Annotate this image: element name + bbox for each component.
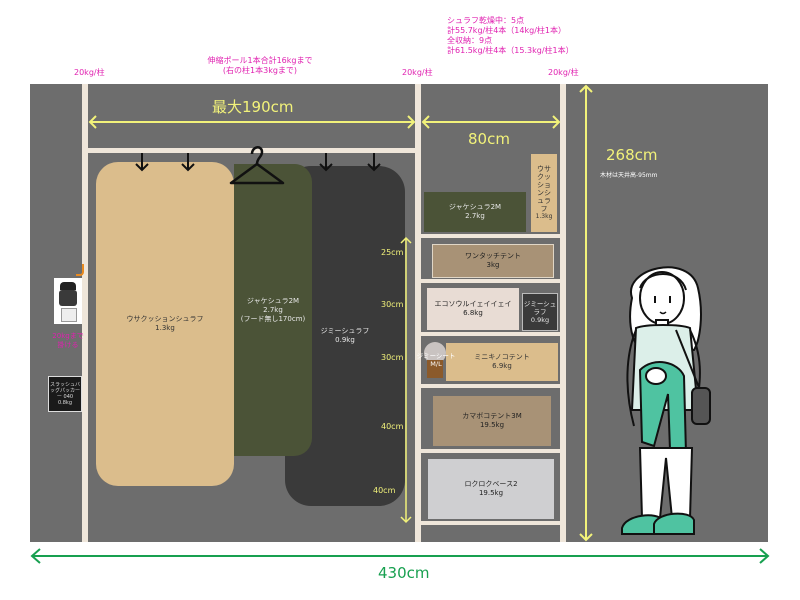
slash-bag-line2: ッグパッカー — [49, 388, 80, 394]
ceiling-note: 木材は天井高-95mm — [600, 172, 658, 179]
shelf-usa-vertical: ウサクッションシュラフ 1.3kg — [531, 154, 557, 232]
height-label: 268cm — [606, 146, 658, 164]
hanging-jimmy-weight: 0.9kg — [335, 336, 355, 344]
shelf-jimmy: ジミーシュラフ 0.9kg — [522, 293, 558, 331]
shelf-usa-name: ウサクッションシュラフ — [537, 165, 551, 213]
hanging-usa-name: ウサクッションシュラフ — [126, 315, 204, 323]
lantern-top-icon — [60, 282, 76, 290]
pillar-limit-2: 20kg/柱 — [402, 68, 433, 77]
gap-label-1: 25cm — [381, 248, 404, 257]
shelf-board — [421, 279, 560, 283]
hanging-jimmy-name: ジミーシュラフ — [320, 327, 370, 335]
hanging-jacke-front-note: (フード無し170cm) — [240, 314, 306, 323]
shelf-rokuroku-weight: 19.5kg — [478, 489, 504, 497]
jimmy-sheet-name: ジミーシート — [416, 352, 456, 360]
slash-bag-box: スラッシュバ ッグパッカー ー 040 0.8kg — [48, 376, 82, 412]
shelf-jacke-name: ジャケシュラ2M — [448, 203, 502, 211]
lantern-caption: 20kgまで 掛ける — [48, 332, 88, 350]
shelf-minikino-name: ミニキノコテント — [474, 353, 530, 361]
shelf-minikino-weight: 6.9kg — [492, 362, 512, 370]
lantern-caption-1: 20kgまで — [52, 332, 84, 340]
shelf-board — [421, 521, 560, 525]
shelf-board — [421, 449, 560, 453]
hanging-jacke-front-name: ジャケシュラ2M — [246, 296, 300, 305]
lantern-base-icon — [61, 308, 77, 322]
all-line2: 計61.5kg/柱4本（15.3kg/柱1本） — [447, 46, 574, 55]
shelf-jimmy-name: ジミーシュラフ — [523, 300, 557, 316]
shelf-kamabo-name: カマボコテント3M — [462, 412, 522, 420]
down-arrow-icon — [135, 153, 149, 172]
pillar-limit-3: 20kg/柱 — [548, 68, 579, 77]
down-arrow-icon — [367, 153, 381, 172]
pole-limit-line2: (右の柱1本3kgまで) — [222, 66, 298, 75]
pillar-mid-left — [415, 84, 421, 542]
hanger-icon — [229, 146, 285, 185]
height-arrow — [579, 84, 593, 542]
shelf-wantouch-weight: 3kg — [486, 261, 500, 269]
lantern-caption-2: 掛ける — [57, 341, 79, 349]
shelf-ecosol-weight: 6.8kg — [463, 309, 483, 317]
shelf-ecosol-name: エコソウルイェイイェイ — [434, 300, 512, 308]
dry-line1: シュラフ乾燥中：5点 — [447, 16, 525, 25]
shelf-minikino: ミニキノコテント 6.9kg — [446, 343, 558, 381]
shelf-board — [421, 332, 560, 336]
pole-limit-note: 伸縮ポール1本合計16kgまで (右の柱1本3kgまで) — [190, 56, 330, 76]
down-arrow-icon — [319, 153, 333, 172]
lantern-body-icon — [59, 290, 77, 306]
total-width-arrow — [30, 548, 770, 564]
slash-bag-line1: スラッシュバ — [49, 382, 80, 388]
shelf-rokuroku-name: ロクロクベース2 — [464, 480, 518, 488]
pillar-limit-1: 20kg/柱 — [74, 68, 105, 77]
shelf-ecosol: エコソウルイェイイェイ 6.8kg — [427, 288, 519, 330]
down-arrow-icon — [181, 153, 195, 172]
hook-icon — [76, 264, 84, 276]
jimmy-sheet-bag-icon — [427, 360, 443, 378]
person-illustration — [621, 266, 711, 535]
pillar-mid-right — [560, 84, 566, 542]
shelf-width-label: 80cm — [468, 130, 510, 148]
hanging-jacke-front-weight: 2.7kg — [263, 305, 283, 314]
shelf-jimmy-sheet: ジミーシート M/L — [417, 340, 455, 380]
shelf-jacke-weight: 2.7kg — [465, 212, 485, 220]
shelf-jacke: ジャケシュラ2M 2.7kg — [424, 192, 526, 232]
jimmy-sheet-size: M/L — [430, 360, 442, 368]
slash-bag-line3: ー 040 — [56, 394, 74, 400]
dry-line2: 計55.7kg/柱4本（14kg/柱1本） — [447, 26, 566, 35]
gap-label-4: 40cm — [381, 422, 404, 431]
shelf-gap-arrow — [400, 236, 412, 524]
shelf-wantouch-name: ワンタッチテント — [465, 252, 521, 260]
shelf-width-arrow — [421, 115, 561, 129]
pole-limit-line1: 伸縮ポール1本合計16kgまで — [207, 56, 313, 65]
total-width-label: 430cm — [378, 564, 430, 582]
shelf-usa-weight: 1.3kg — [535, 213, 553, 220]
max-width-label: 最大190cm — [212, 98, 294, 116]
hanging-jacke-front: ジャケシュラ2M 2.7kg (フード無し170cm) — [234, 164, 312, 456]
shelf-kamabo: カマボコテント3M 19.5kg — [433, 396, 551, 446]
weight-summary-note: シュラフ乾燥中：5点 計55.7kg/柱4本（14kg/柱1本） 全収納：9点 … — [447, 16, 574, 56]
shelf-kamabo-weight: 19.5kg — [479, 421, 505, 429]
lantern-image — [54, 278, 82, 324]
hanging-usa-cushion: ウサクッションシュラフ 1.3kg — [96, 162, 234, 486]
shelf-board — [421, 234, 560, 238]
shelf-jimmy-weight: 0.9kg — [530, 316, 550, 324]
gap-label-5: 40cm — [373, 486, 396, 495]
shelf-wantouch: ワンタッチテント 3kg — [432, 244, 554, 278]
shelf-board — [421, 384, 560, 388]
gap-label-2: 30cm — [381, 300, 404, 309]
shelf-rokuroku: ロクロクベース2 19.5kg — [428, 459, 554, 519]
jimmy-sheet-roll-icon — [424, 342, 446, 364]
gap-label-3: 30cm — [381, 353, 404, 362]
max-width-arrow — [88, 115, 416, 129]
pillar-left — [82, 84, 88, 542]
all-line1: 全収納：9点 — [447, 36, 493, 45]
slash-bag-line4: 0.8kg — [57, 400, 73, 406]
hanging-usa-weight: 1.3kg — [155, 324, 175, 332]
